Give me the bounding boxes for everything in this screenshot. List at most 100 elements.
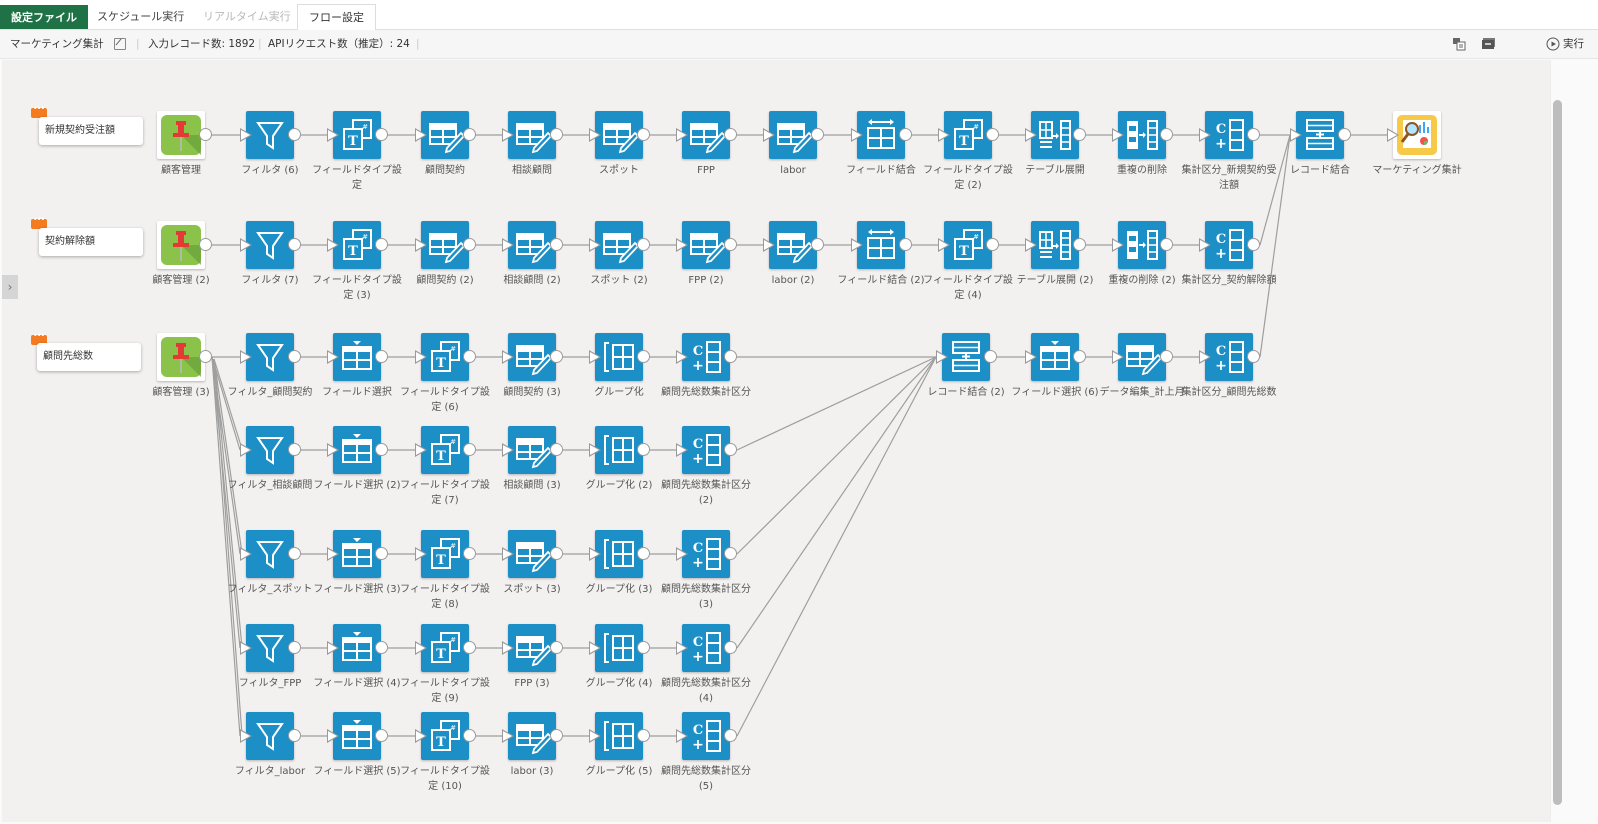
input-port[interactable] xyxy=(589,128,601,142)
flow-node-filter[interactable] xyxy=(246,426,294,474)
flow-node-dataedit[interactable] xyxy=(769,111,817,159)
output-port[interactable] xyxy=(288,729,301,742)
output-port[interactable] xyxy=(288,238,301,251)
output-port[interactable] xyxy=(550,350,563,363)
flow-node-tableexpand[interactable] xyxy=(1031,221,1079,269)
input-port[interactable] xyxy=(938,238,950,252)
input-port[interactable] xyxy=(240,547,252,561)
input-port[interactable] xyxy=(415,350,427,364)
flow-node-dataedit[interactable] xyxy=(508,221,556,269)
run-button[interactable]: 実行 xyxy=(1546,30,1584,58)
output-port[interactable] xyxy=(1247,238,1260,251)
output-port[interactable] xyxy=(1160,238,1173,251)
flow-node-group[interactable] xyxy=(595,530,643,578)
flow-node-aggregate[interactable]: C+ xyxy=(682,712,730,760)
flow-node-fieldtype[interactable]: T# xyxy=(333,221,381,269)
input-port[interactable] xyxy=(589,729,601,743)
output-port[interactable] xyxy=(375,443,388,456)
output-port[interactable] xyxy=(984,350,997,363)
flow-node-dataedit[interactable] xyxy=(421,111,469,159)
flow-node-filter[interactable] xyxy=(246,712,294,760)
input-port[interactable] xyxy=(589,350,601,364)
input-port[interactable] xyxy=(763,238,775,252)
output-port[interactable] xyxy=(811,128,824,141)
input-port[interactable] xyxy=(936,350,948,364)
input-port[interactable] xyxy=(240,443,252,457)
input-port[interactable] xyxy=(415,443,427,457)
tab-config-file[interactable]: 設定ファイル xyxy=(0,5,88,29)
flow-node-fieldjoin[interactable] xyxy=(857,221,905,269)
output-port[interactable] xyxy=(1073,350,1086,363)
input-port[interactable] xyxy=(1025,128,1037,142)
output-port[interactable] xyxy=(1338,128,1351,141)
input-port[interactable] xyxy=(1199,238,1211,252)
flow-list-icon[interactable] xyxy=(1452,37,1466,51)
input-port[interactable] xyxy=(327,641,339,655)
flow-node-filter[interactable] xyxy=(246,111,294,159)
flow-node-fieldtype[interactable]: T# xyxy=(944,221,992,269)
flow-node-fieldtype[interactable]: T# xyxy=(421,333,469,381)
side-panel-toggle[interactable]: › xyxy=(2,275,18,299)
edit-name-button[interactable] xyxy=(114,30,126,58)
output-port[interactable] xyxy=(637,238,650,251)
flow-node-fieldtype[interactable]: T# xyxy=(333,111,381,159)
flow-node-fieldjoin[interactable] xyxy=(857,111,905,159)
flow-node-aggregate[interactable]: C+ xyxy=(1205,221,1253,269)
input-port[interactable] xyxy=(502,641,514,655)
flow-node-fieldselect[interactable] xyxy=(333,530,381,578)
input-port[interactable] xyxy=(1025,350,1037,364)
output-port[interactable] xyxy=(1160,128,1173,141)
flow-node-dataedit[interactable] xyxy=(508,111,556,159)
input-port[interactable] xyxy=(589,547,601,561)
output-port[interactable] xyxy=(637,729,650,742)
flow-node-recordjoin[interactable] xyxy=(942,333,990,381)
output-port[interactable] xyxy=(463,729,476,742)
output-port[interactable] xyxy=(375,128,388,141)
note-new-contracts[interactable]: 新規契約受注額 xyxy=(39,117,143,145)
input-port[interactable] xyxy=(1112,238,1124,252)
input-port[interactable] xyxy=(589,238,601,252)
flow-node-dataedit[interactable] xyxy=(508,530,556,578)
output-port[interactable] xyxy=(1247,128,1260,141)
output-port[interactable] xyxy=(637,443,650,456)
input-port[interactable] xyxy=(327,128,339,142)
input-port[interactable] xyxy=(415,729,427,743)
output-port[interactable] xyxy=(199,238,212,251)
flow-node-filter[interactable] xyxy=(246,221,294,269)
note-cancellations[interactable]: 契約解除額 xyxy=(39,228,143,256)
flow-node-group[interactable] xyxy=(595,426,643,474)
input-port[interactable] xyxy=(415,128,427,142)
output-port[interactable] xyxy=(375,729,388,742)
input-port[interactable] xyxy=(676,443,688,457)
flow-node-dataedit[interactable] xyxy=(508,712,556,760)
flow-node-dataedit[interactable] xyxy=(421,221,469,269)
flow-node-dataedit[interactable] xyxy=(769,221,817,269)
flow-node-dataedit[interactable] xyxy=(682,221,730,269)
output-port[interactable] xyxy=(375,547,388,560)
output-port[interactable] xyxy=(724,350,737,363)
output-port[interactable] xyxy=(288,443,301,456)
flow-node-aggregate[interactable]: C+ xyxy=(682,426,730,474)
output-port[interactable] xyxy=(1073,128,1086,141)
tab-flow-settings[interactable]: フロー設定 xyxy=(297,4,376,31)
flow-node-dataedit[interactable] xyxy=(508,624,556,672)
output-port[interactable] xyxy=(375,641,388,654)
input-port[interactable] xyxy=(327,729,339,743)
note-client-total[interactable]: 顧問先総数 xyxy=(37,343,141,371)
input-port[interactable] xyxy=(502,443,514,457)
flow-node-filter[interactable] xyxy=(246,624,294,672)
flow-node-aggregate[interactable]: C+ xyxy=(682,333,730,381)
flow-node-fieldtype[interactable]: T# xyxy=(421,530,469,578)
output-port[interactable] xyxy=(375,238,388,251)
tab-schedule-run[interactable]: スケジュール実行 xyxy=(97,10,185,23)
flow-node-pin[interactable] xyxy=(157,333,205,381)
flow-node-dedupe[interactable] xyxy=(1118,111,1166,159)
input-port[interactable] xyxy=(240,350,252,364)
flow-node-dataedit[interactable] xyxy=(508,426,556,474)
output-port[interactable] xyxy=(375,350,388,363)
output-port[interactable] xyxy=(724,238,737,251)
output-port[interactable] xyxy=(199,350,212,363)
input-port[interactable] xyxy=(1387,128,1399,142)
input-port[interactable] xyxy=(676,547,688,561)
input-port[interactable] xyxy=(327,547,339,561)
